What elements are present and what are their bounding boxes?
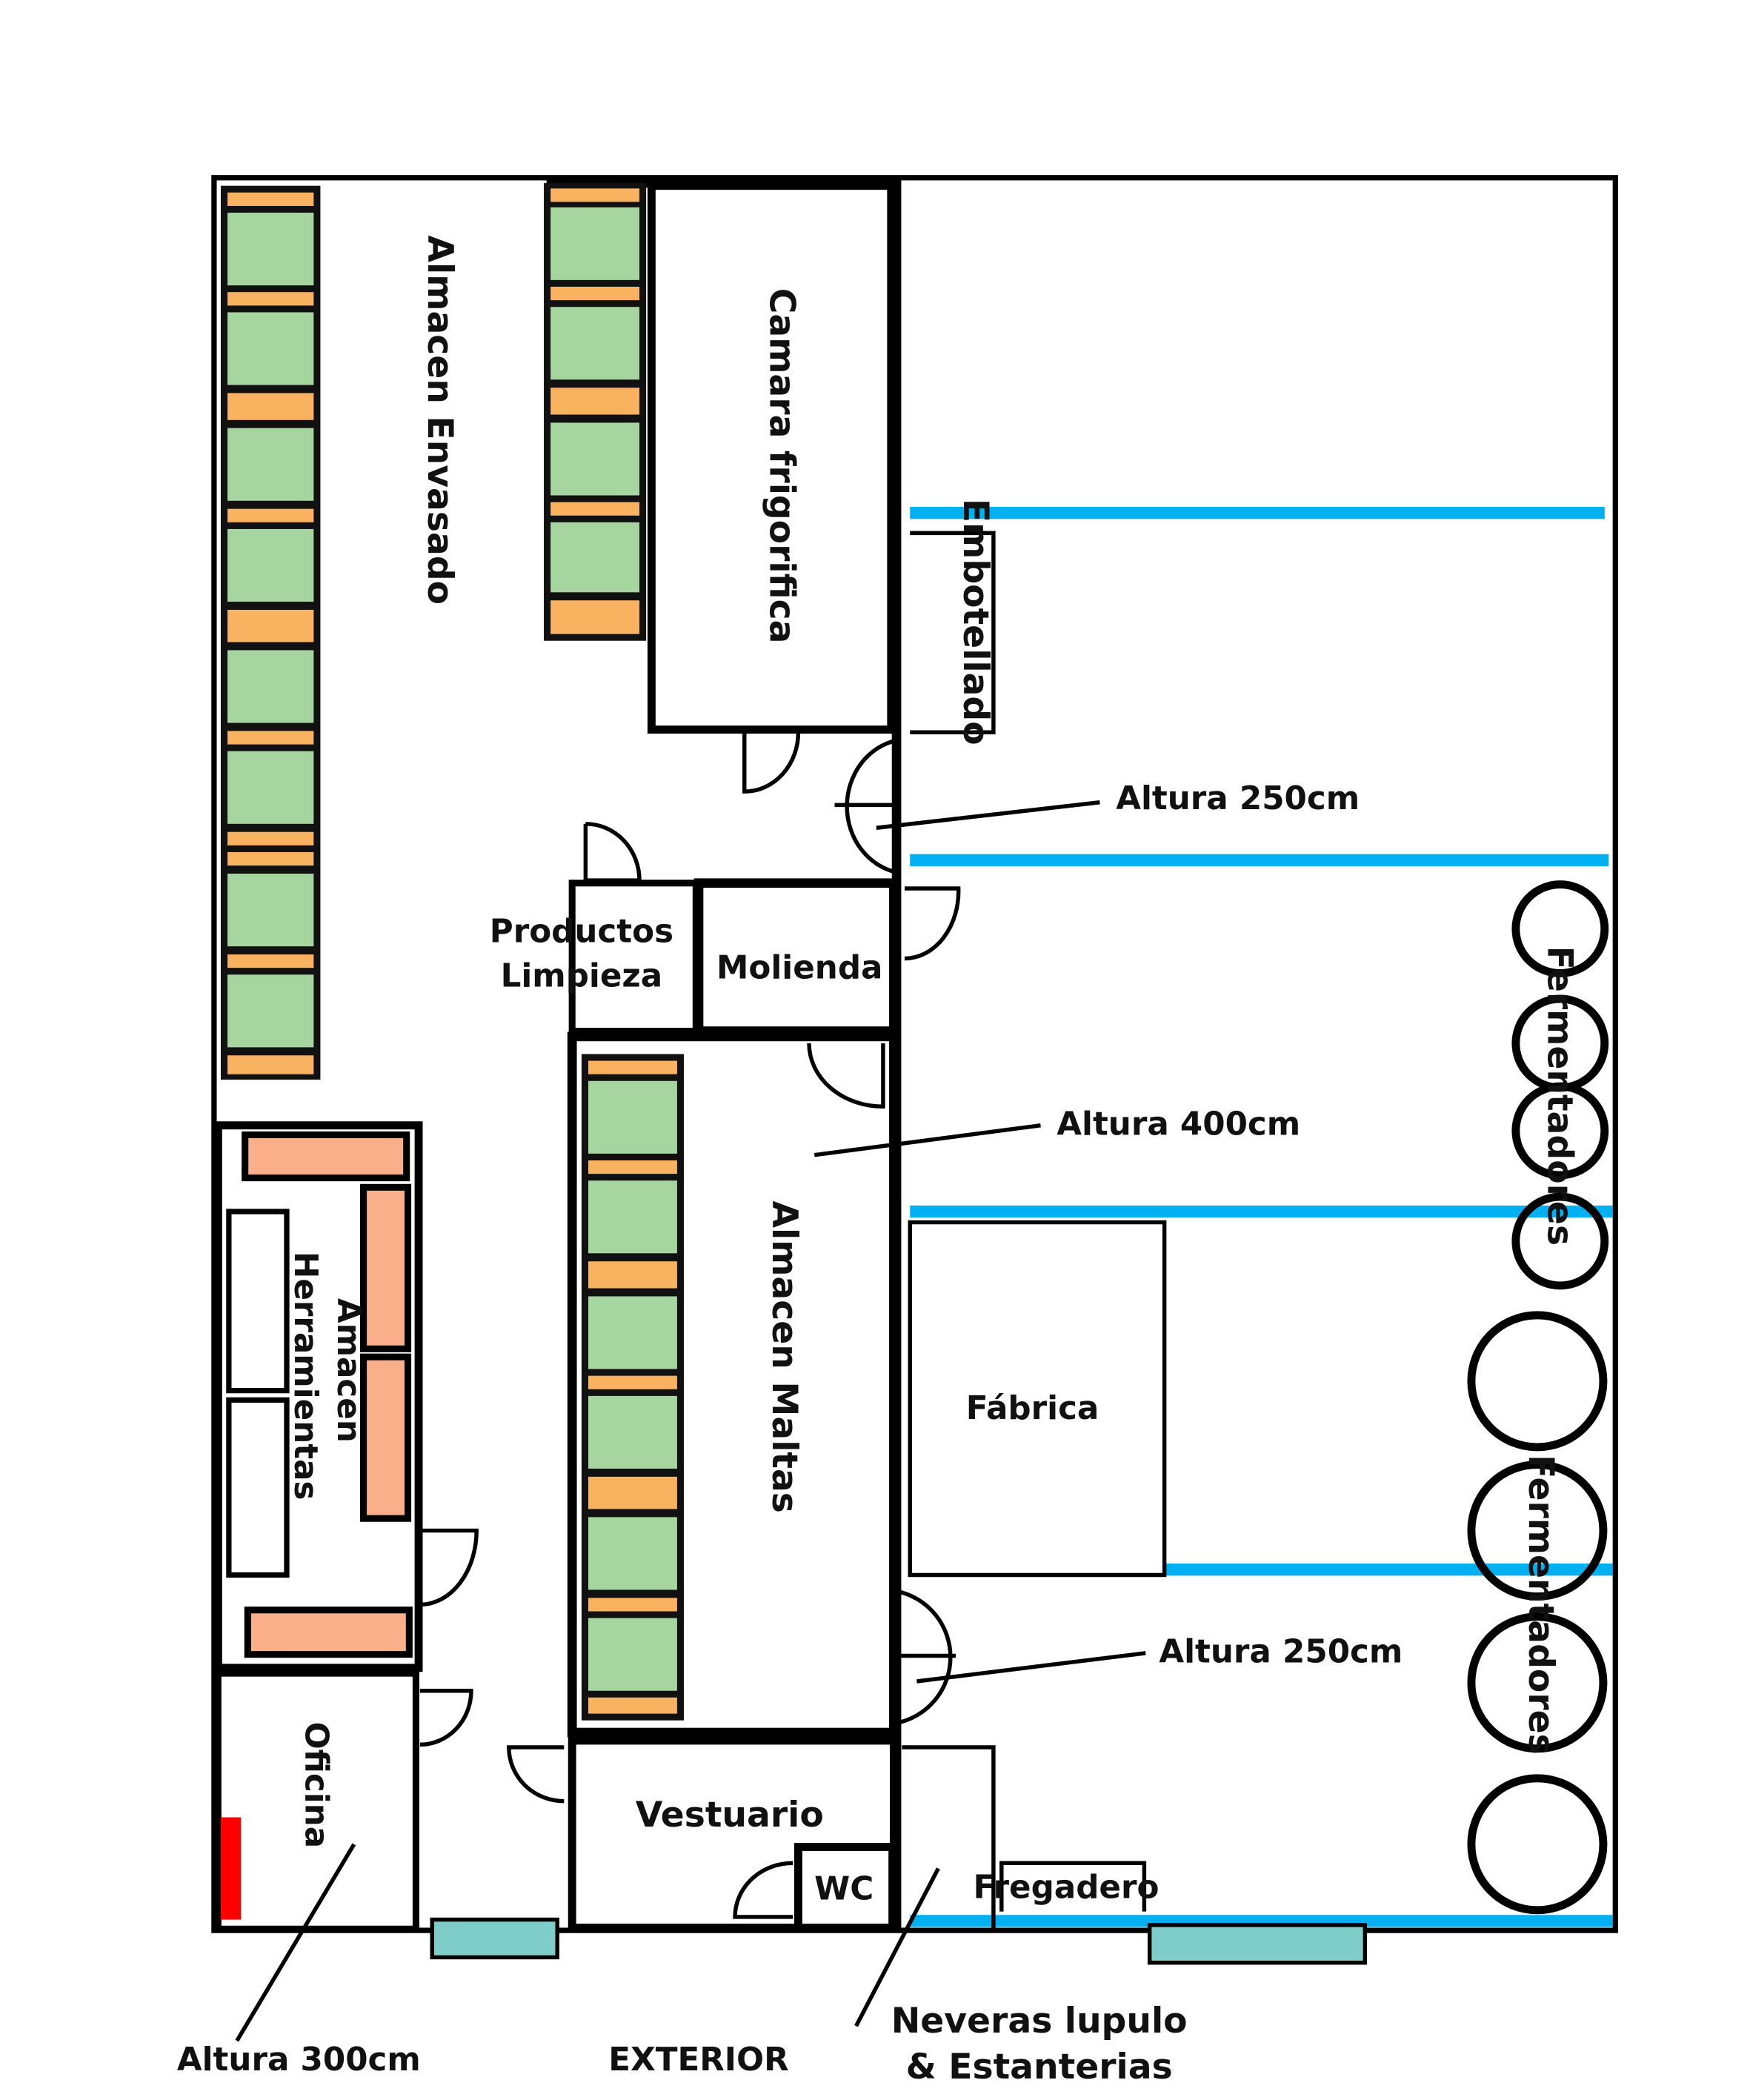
productos-limpieza-room	[568, 880, 699, 1035]
window-right	[1147, 1923, 1368, 1965]
leader-lines	[235, 800, 1146, 2042]
fregadero-counter	[999, 1861, 1147, 1912]
amacen-label: Amacen	[330, 1298, 367, 1443]
tool-shelves	[242, 1131, 413, 1658]
limpieza-label: Limpieza	[501, 958, 663, 995]
rack-almacen-maltas	[581, 1054, 684, 1721]
neveras-label-line2: & Estanterias	[906, 2047, 1173, 2087]
neveras-label-line1: Neveras lupulo	[891, 2001, 1188, 2041]
fregadero-area	[902, 1745, 996, 1931]
altura-lower-label: Altura 250cm	[1159, 1634, 1403, 1671]
wc-label: WC	[814, 1870, 874, 1907]
almacen-maltas-label: Almacen Maltas	[764, 1200, 805, 1512]
window-left	[430, 1917, 559, 1960]
blue-lines	[910, 506, 1613, 1927]
molienda-room	[693, 878, 899, 1036]
fermentadores-top-label: Fermentadores	[1539, 946, 1580, 1246]
fregadero-label: Fregadero	[974, 1870, 1160, 1907]
building-outline	[211, 175, 1618, 1933]
red-marker	[220, 1817, 242, 1920]
productos-label: Productos	[490, 914, 673, 951]
molienda-label: Molienda	[716, 950, 882, 987]
oficina-room	[214, 1669, 419, 1933]
fabrica-room	[908, 1220, 1167, 1578]
fermentadores-bottom-label: Fermentadores	[1520, 1455, 1561, 1755]
fermentadores-circles	[1467, 880, 1609, 1915]
altura-office-label: Altura 300cm	[177, 2041, 421, 2079]
herramientas-label: Herramientas	[287, 1252, 324, 1501]
almacen-envasado-label: Almacen Envasado	[419, 236, 460, 605]
camara-frigorifica-label: Camara frigorifica	[761, 288, 802, 644]
rack-camara	[544, 183, 647, 641]
altura-top-label: Altura 250cm	[1116, 780, 1360, 817]
oficina-label: Oficina	[297, 1722, 334, 1849]
tool-racks	[226, 1209, 290, 1578]
altura-middle-label: Altura 400cm	[1057, 1106, 1300, 1143]
fabrica-label: Fábrica	[966, 1390, 1099, 1427]
exterior-label: EXTERIOR	[608, 2041, 788, 2079]
embotellado-bracket	[910, 531, 996, 734]
vestuario-label: Vestuario	[636, 1795, 824, 1835]
embotellado-label: Embotellado	[955, 499, 996, 745]
rack-almacen-envasado	[220, 185, 321, 1080]
doors	[419, 732, 961, 1919]
wc-room	[794, 1843, 897, 1932]
